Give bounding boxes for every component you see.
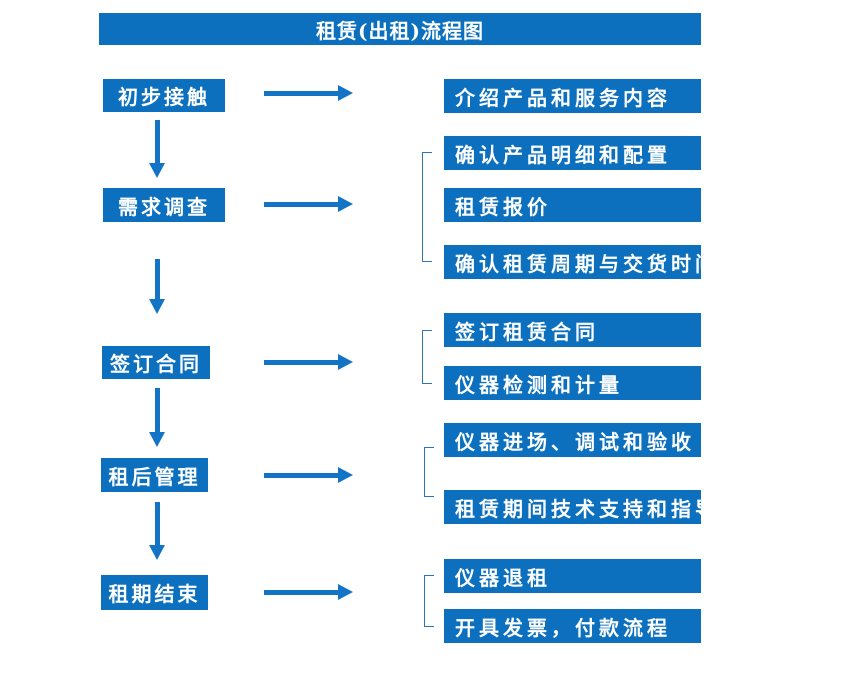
down-arrow-icon bbox=[149, 120, 165, 178]
detail-box-instrument-return: 仪器退租 bbox=[444, 559, 701, 593]
step-box-sign-contract: 签订合同 bbox=[102, 346, 210, 379]
flowchart-title: 租赁(出租)流程图 bbox=[99, 13, 701, 45]
detail-box-instrument-testing-metering: 仪器检测和计量 bbox=[444, 366, 701, 400]
step-box-lease-end: 租期结束 bbox=[101, 575, 208, 610]
detail-box-confirm-rental-period-delivery: 确认租赁周期与交货时间 bbox=[444, 245, 715, 279]
detail-box-technical-support-guidance: 租赁期间技术支持和指导 bbox=[444, 490, 715, 524]
group-bracket-lease-end bbox=[424, 575, 434, 627]
detail-box-confirm-product-details: 确认产品明细和配置 bbox=[444, 136, 701, 170]
detail-box-rental-quotation: 租赁报价 bbox=[444, 188, 701, 222]
group-bracket-post-rental-management bbox=[424, 447, 434, 497]
right-arrow-icon bbox=[264, 85, 353, 101]
down-arrow-icon bbox=[149, 259, 165, 314]
detail-box-introduce-products-services: 介绍产品和服务内容 bbox=[444, 79, 701, 113]
detail-box-invoice-payment-process: 开具发票，付款流程 bbox=[444, 609, 701, 643]
down-arrow-icon bbox=[149, 388, 165, 447]
right-arrow-icon bbox=[264, 354, 353, 370]
step-box-post-rental-management: 租后管理 bbox=[101, 458, 208, 492]
detail-box-sign-rental-contract: 签订租赁合同 bbox=[444, 313, 701, 347]
right-arrow-icon bbox=[264, 196, 353, 212]
detail-box-instrument-entry-commissioning: 仪器进场、调试和验收 bbox=[444, 423, 701, 457]
group-bracket-demand-survey bbox=[422, 152, 432, 262]
right-arrow-icon bbox=[264, 584, 353, 600]
group-bracket-sign-contract bbox=[422, 330, 432, 384]
down-arrow-icon bbox=[149, 502, 165, 560]
step-box-initial-contact: 初步接触 bbox=[103, 79, 225, 112]
right-arrow-icon bbox=[264, 467, 353, 483]
step-box-demand-survey: 需求调查 bbox=[103, 188, 225, 222]
